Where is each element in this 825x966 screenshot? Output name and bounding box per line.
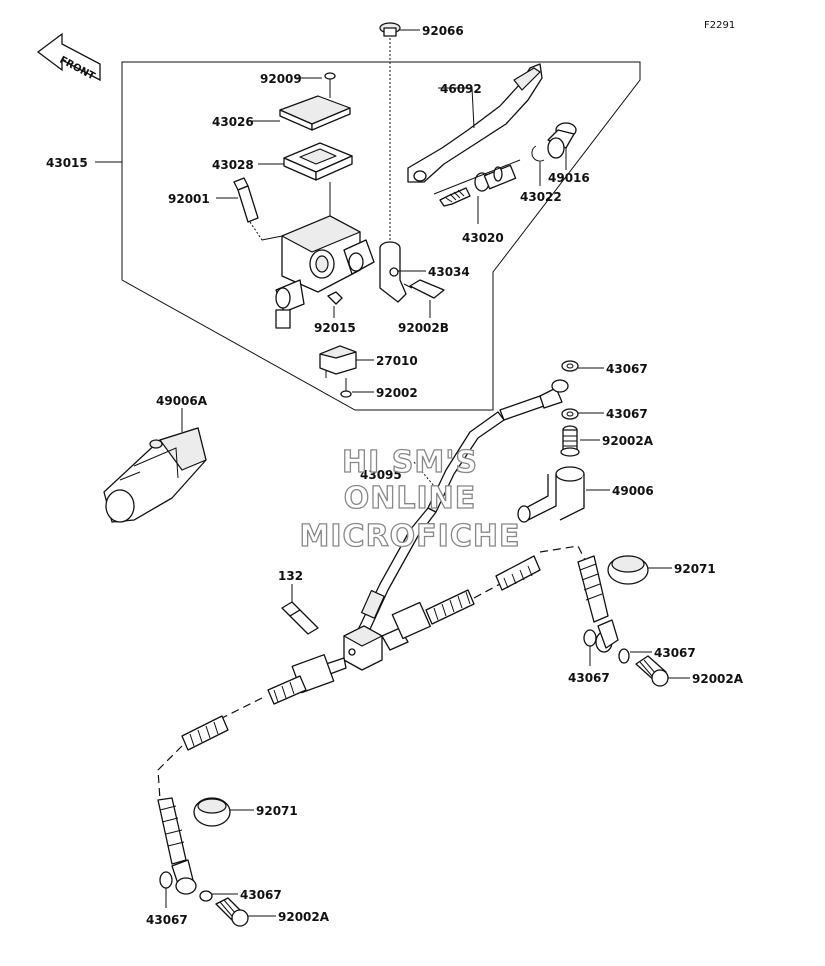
part-92002A-left[interactable]: 92002A xyxy=(215,897,330,927)
part-43067-right-1[interactable]: 43067 xyxy=(618,646,696,664)
watermark-line-3: MICROFICHE xyxy=(300,519,521,554)
diagram-code: F2291 xyxy=(704,20,735,31)
label-92002A-upper: 92002A xyxy=(602,434,654,448)
label-43067-right-1: 43067 xyxy=(654,646,696,660)
watermark-line-2: ONLINE xyxy=(344,481,477,516)
label-46092: 46092 xyxy=(440,82,482,96)
label-92002: 92002 xyxy=(376,386,418,400)
label-92002A-left: 92002A xyxy=(278,910,330,924)
label-92071-lower: 92071 xyxy=(256,804,298,818)
hose-joint-block xyxy=(343,625,383,671)
assembly-outline xyxy=(121,61,641,411)
part-92066[interactable]: 92066 xyxy=(379,22,464,240)
part-92009[interactable]: 92009 xyxy=(260,72,336,98)
label-43028: 43028 xyxy=(212,158,254,172)
part-92002[interactable]: 92002 xyxy=(340,378,418,400)
label-43067-left-2: 43067 xyxy=(146,913,188,927)
part-43067-right-2[interactable]: 43067 xyxy=(568,629,610,685)
part-49006A[interactable]: 49006A xyxy=(103,394,208,523)
label-92001: 92001 xyxy=(168,192,210,206)
label-43034: 43034 xyxy=(428,265,470,279)
label-43067-right-2: 43067 xyxy=(568,671,610,685)
label-92015: 92015 xyxy=(314,321,356,335)
hose-left xyxy=(157,654,347,895)
hose-right xyxy=(381,545,619,653)
part-92002A-right[interactable]: 92002A xyxy=(635,655,744,687)
part-92002A-upper[interactable]: 92002A xyxy=(560,425,654,457)
part-43067-upper-2[interactable]: 43067 xyxy=(561,407,648,421)
part-49016[interactable]: 49016 xyxy=(547,122,590,185)
label-43015: 43015 xyxy=(46,156,88,170)
label-49016: 49016 xyxy=(548,171,590,185)
label-43067-upper-1: 43067 xyxy=(606,362,648,376)
part-92002B[interactable]: 92002B xyxy=(398,279,449,335)
watermark-line-1: HI SM'S xyxy=(342,445,478,480)
label-92071-upper: 92071 xyxy=(674,562,716,576)
label-92002B: 92002B xyxy=(398,321,449,335)
label-27010: 27010 xyxy=(376,354,418,368)
part-43095[interactable]: 43095 xyxy=(355,379,569,639)
label-43067-upper-2: 43067 xyxy=(606,407,648,421)
label-43026: 43026 xyxy=(212,115,254,129)
label-132: 132 xyxy=(278,569,303,583)
part-43067-left-2[interactable]: 43067 xyxy=(146,871,188,927)
part-43067-upper-1[interactable]: 43067 xyxy=(561,360,648,376)
part-46092[interactable]: 46092 xyxy=(407,63,543,183)
label-49006: 49006 xyxy=(612,484,654,498)
label-92066: 92066 xyxy=(422,24,464,38)
part-92015[interactable]: 92015 xyxy=(314,291,356,335)
front-arrow-icon: FRONT xyxy=(36,32,101,82)
part-49006[interactable]: 49006 xyxy=(517,466,654,523)
part-43022[interactable]: 43022 xyxy=(520,145,562,204)
master-cylinder-body[interactable] xyxy=(261,182,375,329)
part-132[interactable]: 132 xyxy=(278,569,319,635)
part-43026[interactable]: 43026 xyxy=(212,95,351,131)
part-43015[interactable]: 43015 xyxy=(46,156,122,170)
part-43020[interactable]: 43020 xyxy=(433,159,521,245)
watermark: HI SM'S ONLINE MICROFICHE xyxy=(299,444,521,554)
part-43034[interactable]: 43034 xyxy=(379,241,470,303)
label-43020: 43020 xyxy=(462,231,504,245)
part-92071-lower[interactable]: 92071 xyxy=(193,797,298,827)
part-43028[interactable]: 43028 xyxy=(212,142,353,181)
label-43022: 43022 xyxy=(520,190,562,204)
part-27010[interactable]: 27010 xyxy=(319,345,418,378)
label-92009: 92009 xyxy=(260,72,302,86)
part-43067-left-1[interactable]: 43067 xyxy=(199,888,282,902)
label-49006A: 49006A xyxy=(156,394,208,408)
part-92071-upper[interactable]: 92071 xyxy=(607,555,716,585)
label-43067-left-1: 43067 xyxy=(240,888,282,902)
label-43095: 43095 xyxy=(360,468,402,482)
label-92002A-right: 92002A xyxy=(692,672,744,686)
part-92001[interactable]: 92001 xyxy=(168,177,263,241)
